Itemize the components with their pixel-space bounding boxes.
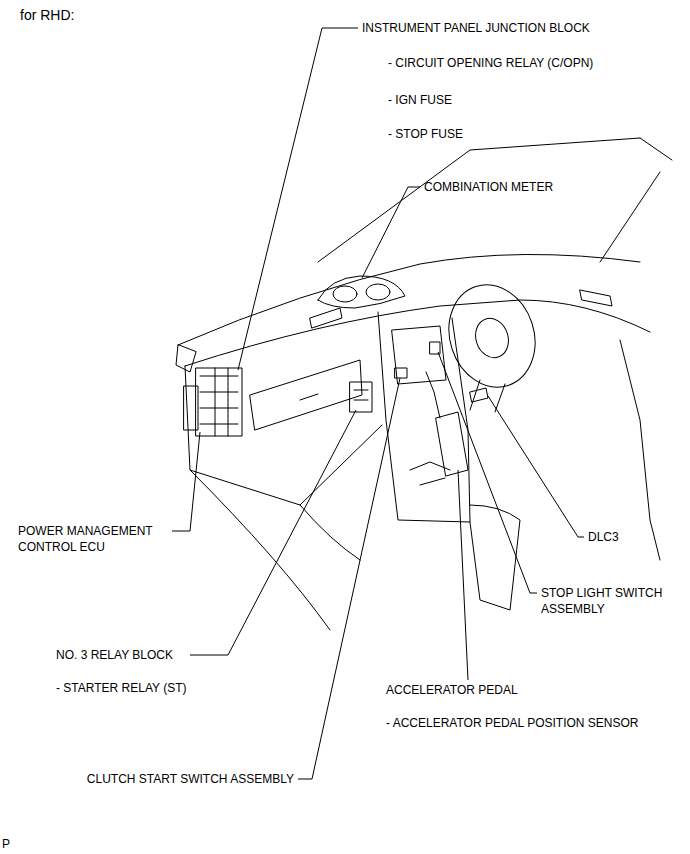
part-name: COMBINATION METER xyxy=(424,179,553,195)
leader-line xyxy=(172,432,200,531)
a-pillar xyxy=(600,138,672,262)
power-management-ecu xyxy=(184,386,198,430)
part-name: STOP LIGHT SWITCH ASSEMBLY xyxy=(541,585,683,617)
part-name: INSTRUMENT PANEL JUNCTION BLOCK xyxy=(362,20,590,36)
leader-line xyxy=(298,378,400,779)
image-code: P xyxy=(2,836,10,852)
part-name: CLUTCH START SWITCH ASSEMBLY xyxy=(87,771,294,787)
lower-dashboard xyxy=(185,366,382,505)
sub-part-name: - STOP FUSE xyxy=(388,126,463,142)
steering-hub xyxy=(471,314,514,362)
sub-part-name: - IGN FUSE xyxy=(388,92,452,108)
steering-column xyxy=(470,380,505,412)
glovebox xyxy=(250,360,362,430)
clutch-start-switch xyxy=(395,368,407,378)
combination-meter xyxy=(318,276,405,308)
windshield-line xyxy=(318,138,640,262)
diagram-title: for RHD: xyxy=(20,6,74,24)
part-name: POWER MANAGEMENT CONTROL ECU xyxy=(18,523,158,555)
part-name: DLC3 xyxy=(588,529,619,545)
dlc3 xyxy=(470,388,488,402)
floor-line xyxy=(190,470,360,630)
leader-line xyxy=(362,187,420,278)
vent xyxy=(176,290,612,372)
console-panel xyxy=(392,326,446,384)
leader-line xyxy=(238,28,358,370)
sub-part-name: - CIRCUIT OPENING RELAY (C/OPN) xyxy=(388,55,593,71)
leader-line xyxy=(438,352,537,593)
parking-lever xyxy=(410,462,450,485)
relay-block xyxy=(350,382,372,412)
leader-line xyxy=(458,470,468,680)
leader-line xyxy=(190,410,356,655)
leader-line xyxy=(488,396,584,537)
pedal-arm xyxy=(426,372,440,418)
steering-wheel xyxy=(436,274,548,399)
junction-block xyxy=(196,368,242,436)
part-name: NO. 3 RELAY BLOCK xyxy=(56,647,173,663)
sub-part-name: - ACCELERATOR PEDAL POSITION SENSOR xyxy=(386,715,639,731)
sub-part-name: - STARTER RELAY (ST) xyxy=(56,680,186,696)
door-trim xyxy=(620,340,660,560)
seat-base xyxy=(470,505,520,610)
dashboard-edge xyxy=(185,300,650,366)
relay-block-detail xyxy=(354,390,368,400)
part-name: ACCELERATOR PEDAL xyxy=(386,682,518,698)
meter-gauge xyxy=(366,284,390,300)
meter-gauge xyxy=(333,286,357,302)
junction-block-detail xyxy=(200,368,238,436)
